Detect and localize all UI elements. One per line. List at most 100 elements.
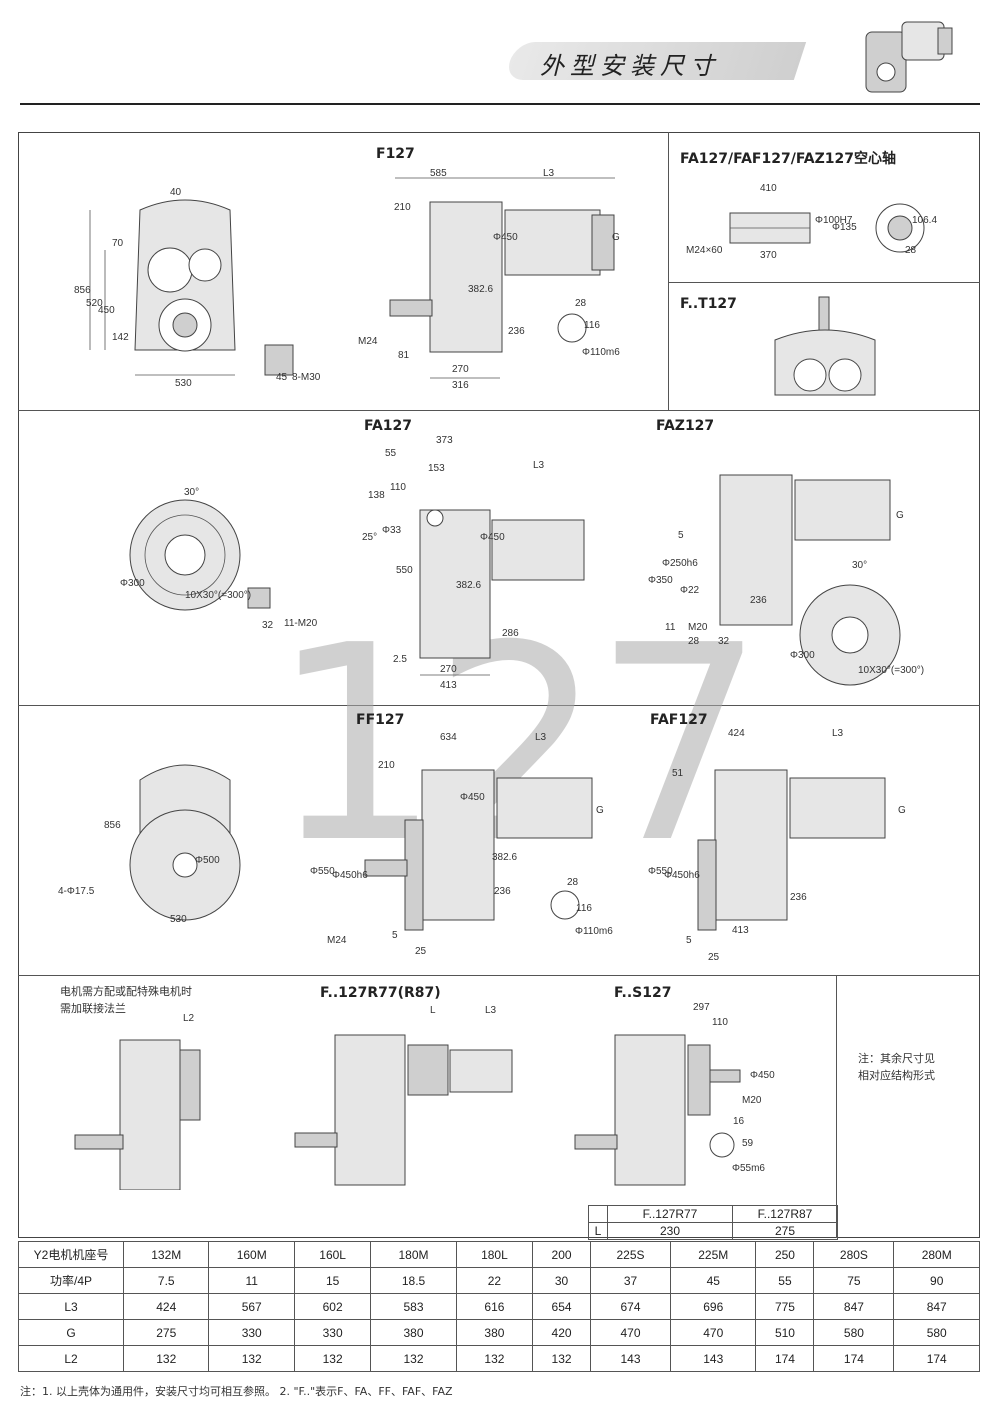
table-cell: 280M xyxy=(893,1241,980,1268)
table-cell: 180L xyxy=(455,1241,534,1268)
gearbox-product-icon xyxy=(865,21,953,93)
table-cell: 225M xyxy=(669,1241,757,1268)
dim-faf-424: 424 xyxy=(728,728,745,739)
dim-f127-40: 40 xyxy=(170,187,182,198)
dim-fs-59: 59 xyxy=(742,1138,754,1149)
dim-ff-front-856: 856 xyxy=(104,820,121,831)
footnote: 注：1. 以上壳体为通用件，安装尺寸均可相互参照。 2. "F.."表示F、FA… xyxy=(20,1385,453,1398)
table-cell: 200 xyxy=(532,1241,592,1268)
dim-f127-shaft: Φ110m6 xyxy=(582,347,620,358)
drawing-fr127 xyxy=(294,1034,513,1186)
dim-f127-270: 270 xyxy=(452,364,469,375)
table-cell: 90 xyxy=(893,1267,980,1294)
dim-faz-11: 11 xyxy=(665,622,676,633)
table-cell: 420 xyxy=(532,1319,592,1346)
note-motor-1: 电机需方配或配特殊电机时 xyxy=(60,985,192,998)
table-cell: 143 xyxy=(669,1345,757,1372)
dim-f127-585: 585 xyxy=(430,168,447,179)
dim-fa-270: 270 xyxy=(440,664,457,675)
dim-f127-450: 450 xyxy=(98,305,115,316)
label-ft127: F..T127 xyxy=(680,296,737,312)
dim-f127-530: 530 xyxy=(175,378,192,389)
dim-ff-210: 210 xyxy=(378,760,395,771)
dim-faf-236: 236 xyxy=(790,892,807,903)
dim-fs-110: 110 xyxy=(712,1017,728,1028)
label-faz127: FAZ127 xyxy=(656,418,715,434)
table-cell: 132 xyxy=(370,1345,457,1372)
table-cell: 18.5 xyxy=(370,1267,457,1294)
table-cell: L xyxy=(588,1222,608,1240)
dim-f127-81: 81 xyxy=(398,350,410,361)
dim-ff-front-530: 530 xyxy=(170,914,187,925)
dim-fa-flange-phi300: Φ300 xyxy=(120,578,145,589)
table-cell: 230 xyxy=(607,1222,733,1240)
table-cell: 22 xyxy=(455,1267,534,1294)
dim-f127-28: 28 xyxy=(575,298,587,309)
table-cell: 143 xyxy=(590,1345,671,1372)
dim-fa-550: 550 xyxy=(396,565,413,576)
dim-ff-m24: M24 xyxy=(327,935,347,946)
divider-v2 xyxy=(836,975,837,1238)
dim-f127-m24: M24 xyxy=(358,336,378,347)
dim-fa-25deg: 25° xyxy=(362,532,378,543)
drawing-ff127-side xyxy=(364,769,593,931)
table-cell: 30 xyxy=(532,1267,592,1294)
drawing-faf127-side xyxy=(697,769,886,931)
dim-fs-297: 297 xyxy=(693,1002,710,1013)
dim-fs-phi450: Φ450 xyxy=(750,1070,775,1081)
table-cell: 275 xyxy=(732,1222,838,1240)
table-cell: 847 xyxy=(813,1293,895,1320)
dim-fs-16: 16 xyxy=(733,1116,745,1127)
dim-ff-382: 382.6 xyxy=(492,852,518,863)
drawing-faz127 xyxy=(719,474,901,686)
table-cell: 424 xyxy=(122,1293,210,1320)
table-cell: 330 xyxy=(208,1319,295,1346)
table-cell: 132 xyxy=(293,1345,372,1372)
dim-faf-51: 51 xyxy=(672,768,684,779)
dim-fa-flange-11m20: 11-M20 xyxy=(284,618,318,629)
dim-fa-373: 373 xyxy=(436,435,453,446)
table-cell: 160L xyxy=(293,1241,372,1268)
dim-f127-phi450: Φ450 xyxy=(493,232,518,243)
dim-faz-10x30: 10X30°(=300°) xyxy=(858,665,925,676)
table-cell: 15 xyxy=(293,1267,372,1294)
dim-adapter-l2: L2 xyxy=(183,1013,195,1024)
label-fa127: FA127 xyxy=(364,418,413,434)
dim-ff-front-4phi: 4-Φ17.5 xyxy=(58,886,95,897)
drawing-frame xyxy=(18,132,980,1238)
header-rule xyxy=(20,103,980,105)
table-row: F..127R77 F..127R87 xyxy=(588,1205,838,1223)
divider-1 xyxy=(18,410,980,411)
row-header: Y2电机机座号 xyxy=(18,1241,124,1268)
dim-fa-382: 382.6 xyxy=(456,580,482,591)
table-cell: 132 xyxy=(455,1345,534,1372)
dim-f127-70: 70 xyxy=(112,238,124,249)
dim-f127-g: G xyxy=(612,232,620,243)
table-cell xyxy=(588,1205,608,1223)
dim-faf-phi450h6: Φ450h6 xyxy=(664,870,700,881)
dim-hollow-106: 106.4 xyxy=(912,215,938,226)
table-cell: 580 xyxy=(813,1319,895,1346)
label-fa127-hollow: FA127/FAF127/FAZ127空心轴 xyxy=(680,151,896,167)
table-cell: 174 xyxy=(813,1345,895,1372)
dim-f127-142: 142 xyxy=(112,332,129,343)
note-motor-2: 需加联接法兰 xyxy=(60,1002,126,1015)
dim-detail-45: 45 xyxy=(276,372,288,383)
dim-f127-520: 520 xyxy=(86,298,103,309)
motor-spec-table: Y2电机机座号 132M 160M 160L 180M 180L 200 225… xyxy=(18,1241,980,1372)
dim-ff-28: 28 xyxy=(567,877,579,888)
dim-faz-28: 28 xyxy=(688,636,700,647)
table-cell: 37 xyxy=(590,1267,671,1294)
drawing-fa127-flange xyxy=(129,499,271,611)
dim-hollow-phi135: Φ135 xyxy=(832,222,857,233)
table-cell: 45 xyxy=(669,1267,757,1294)
dim-faz-236: 236 xyxy=(750,595,767,606)
table-row: L 230 275 xyxy=(588,1222,838,1240)
dim-faf-g: G xyxy=(898,805,906,816)
table-cell: 275 xyxy=(122,1319,210,1346)
dim-faz-phi350: Φ350 xyxy=(648,575,673,586)
table-cell: 674 xyxy=(590,1293,671,1320)
dim-fa-flange-30: 30° xyxy=(184,487,200,498)
drawing-adapter xyxy=(74,1039,201,1190)
table-cell: 510 xyxy=(755,1319,815,1346)
